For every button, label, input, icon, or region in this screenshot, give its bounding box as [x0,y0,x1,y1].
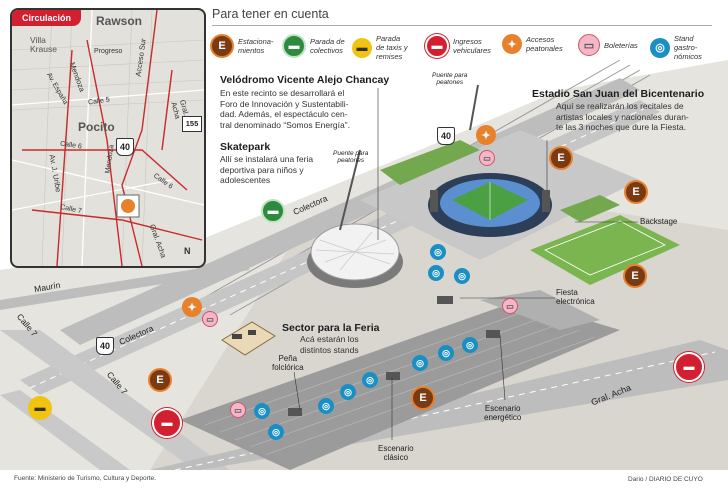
taxi-stop-icon: ▬ [352,37,372,58]
place-rawson: Rawson [96,14,143,28]
bus-stop-icon: ▬ [261,199,285,223]
food-stand-icon: ◎ [650,37,670,58]
ticket-office-icon: ▭ [479,150,495,166]
north-arrow-icon: N [184,246,191,256]
sector-feria-description: Acá estarán los distintos stands [300,334,359,355]
food-stand-icon: ◎ [454,268,470,284]
puente-label-1: Puente para peatones [333,150,369,164]
legend-label: Parada de taxis y remises [376,34,408,61]
food-stand-icon: ◎ [430,244,446,260]
food-stand-icon: ◎ [412,355,428,371]
skatepark-title: Skatepark [220,141,271,153]
legend-label: Accesos peatonales [526,35,563,53]
taxi-stop-icon: ▬ [28,396,52,420]
velodromo-title: Velódromo Vicente Alejo Chancay [220,74,390,86]
legend-food: ◎ Stand gastro- nómicos [650,34,702,61]
food-stand-icon: ◎ [438,345,454,361]
legend-parking: E Estaciona- mientos [210,34,273,58]
velodromo-building [307,223,403,288]
vehicle-entry-icon: ▬ [425,34,449,58]
food-stand-icon: ◎ [340,384,356,400]
vehicle-entry-icon: ▬ [674,352,704,382]
pedestrian-access-icon: ✦ [182,297,202,317]
skatepark-area [221,321,276,356]
food-stand-icon: ◎ [462,337,478,353]
inset-map: Circulación Rawson Villa Krause Pocito M… [10,8,206,268]
vehicle-entry-icon: ▬ [152,408,182,438]
pedestrian-access-icon: ✦ [502,34,522,54]
ticket-office-icon: ▭ [230,402,246,418]
legend-label: Parada de colectivos [310,37,345,55]
parking-icon: E [624,180,648,204]
estadio-title: Estadio San Juan del Bicentenario [532,88,705,100]
inset-badge: Circulación [12,10,82,26]
food-stand-icon: ◎ [268,424,284,440]
parking-icon: E [148,368,172,392]
legend-bus: ▬ Parada de colectivos [282,34,345,58]
food-stand-icon: ◎ [428,265,444,281]
sector-feria-title: Sector para la Feria [282,322,380,334]
street-progreso: Progreso [94,48,123,55]
bus-stop-icon: ▬ [282,34,306,58]
legend-label: Boleterías [604,40,638,50]
backstage-label: Backstage [640,217,678,226]
route-155-shield: 155 [182,116,202,132]
place-villa-krause: Villa Krause [30,35,57,54]
escenario-clasico-label: Escenario clásico [378,444,414,462]
velodromo-description: En este recinto se desarrollará el Foro … [220,88,350,130]
ticket-office-icon: ▭ [202,311,218,327]
place-pocito: Pocito [78,120,115,134]
food-stand-icon: ◎ [362,372,378,388]
legend-ticket: ▭ Boleterías [578,34,638,56]
food-stand-icon: ◎ [318,398,334,414]
parking-icon: E [549,146,573,170]
stadium-building [428,173,552,237]
food-stand-icon: ◎ [254,403,270,419]
legend-label: Ingresos vehiculares [453,37,491,55]
puente-label-2: Puente para peatones [432,72,468,86]
parking-icon: E [210,34,234,58]
ticket-office-icon: ▭ [578,34,600,56]
pedestrian-access-icon: ✦ [476,125,496,145]
route-40-shield-a: 40 [437,127,455,145]
fiesta-electronica-label: Fiesta electrónica [556,288,595,306]
legend-vehicle: ▬ Ingresos vehiculares [425,34,491,58]
source-note: Fuente: Ministerio de Turismo, Cultura y… [14,475,156,482]
credit-note: Dario / DIARIO DE CUYO [628,476,703,483]
legend-pedestrian: ✦ Accesos peatonales [502,34,563,54]
parking-icon: E [411,386,435,410]
header-rule [212,25,712,26]
legend-taxi: ▬ Parada de taxis y remises [352,34,408,61]
legend-label: Estaciona- mientos [238,37,274,55]
escenario-energetico-label: Escenario energético [484,404,522,422]
pena-folclorica-label: Peña folclórica [272,354,304,372]
route-40-shield-b: 40 [96,337,114,355]
legend-label: Stand gastro- nómicos [674,34,702,61]
route-40-shield: 40 [116,138,134,156]
skatepark-description: Allí se instalará una feria deportiva pa… [220,154,314,185]
page-title: Para tener en cuenta [212,7,329,21]
ticket-office-icon: ▭ [502,298,518,314]
parking-icon: E [623,264,647,288]
estadio-description: Aquí se realizarán los recitales de arti… [556,101,689,132]
